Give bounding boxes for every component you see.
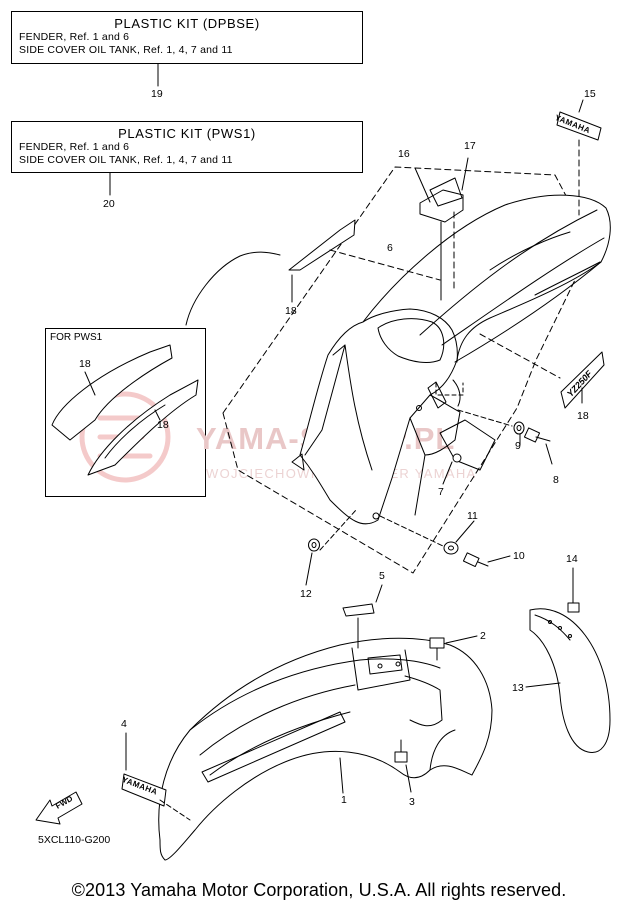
callout-19: 19 [151, 88, 163, 100]
inset-callout-18b: 18 [157, 419, 169, 431]
mud-flap-13 [529, 608, 611, 754]
collar-12 [308, 538, 320, 552]
callout-20: 20 [103, 198, 115, 210]
nut-2 [429, 637, 445, 661]
callout-6: 6 [387, 242, 393, 254]
callout-11: 11 [467, 510, 478, 522]
callout-4: 4 [121, 718, 127, 730]
inset-title: FOR PWS1 [50, 332, 103, 343]
inset-decals [51, 344, 199, 476]
kit-title: PLASTIC KIT (DPBSE) [114, 16, 260, 31]
fwd-arrow-icon [35, 791, 83, 825]
callout-7: 7 [438, 486, 444, 498]
callout-16: 16 [398, 148, 410, 160]
bolt-3 [394, 739, 408, 763]
callout-13: 13 [512, 682, 524, 694]
kit-title: PLASTIC KIT (PWS1) [118, 126, 256, 141]
callout-2: 2 [480, 630, 486, 642]
decal-5 [342, 603, 375, 617]
plastic-kit-dpbse-box: PLASTIC KIT (DPBSE) FENDER, Ref. 1 and 6… [11, 11, 363, 64]
bolt-8 [523, 427, 551, 443]
callout-3: 3 [409, 796, 415, 808]
washer-9 [513, 421, 525, 435]
callout-17: 17 [464, 140, 476, 152]
decal-18-top [288, 219, 356, 271]
callout-8: 8 [553, 474, 559, 486]
callout-12: 12 [300, 588, 312, 600]
kit-line: FENDER, Ref. 1 and 6 [19, 31, 130, 43]
callout-5: 5 [379, 570, 385, 582]
kit-line: SIDE COVER OIL TANK, Ref. 1, 4, 7 and 11 [19, 153, 233, 166]
kit-line: FENDER, Ref. 1 and 6 [19, 141, 130, 153]
kit-line: SIDE COVER OIL TANK, Ref. 1, 4, 7 and 11 [19, 43, 233, 56]
callout-10: 10 [513, 550, 525, 562]
decal-4 [121, 773, 167, 807]
plastic-kit-pws1-box: PLASTIC KIT (PWS1) FENDER, Ref. 1 and 6 … [11, 121, 363, 173]
bolt-14 [567, 593, 580, 613]
decal-18-side [560, 351, 605, 409]
bolt-10 [462, 552, 489, 567]
callout-18-side: 18 [577, 410, 589, 422]
fender-pad [419, 189, 464, 223]
assembly-dashed-outline [222, 166, 593, 574]
callout-15: 15 [584, 88, 596, 100]
inset-callout-18a: 18 [79, 358, 91, 370]
rear-fender [291, 194, 611, 525]
decal-15 [556, 111, 602, 141]
diagram-code: 5XCL110-G200 [38, 834, 111, 846]
callout-18-top: 18 [285, 305, 297, 317]
grommet-7 [452, 453, 462, 463]
callout-1: 1 [341, 794, 347, 806]
copyright-notice: ©2013 Yamaha Motor Corporation, U.S.A. A… [71, 880, 567, 900]
collar-11 [443, 541, 459, 555]
callout-9: 9 [515, 440, 521, 452]
callout-14: 14 [566, 553, 578, 565]
pws1-inset-box: FOR PWS1 [45, 328, 206, 497]
front-fender [158, 637, 493, 861]
